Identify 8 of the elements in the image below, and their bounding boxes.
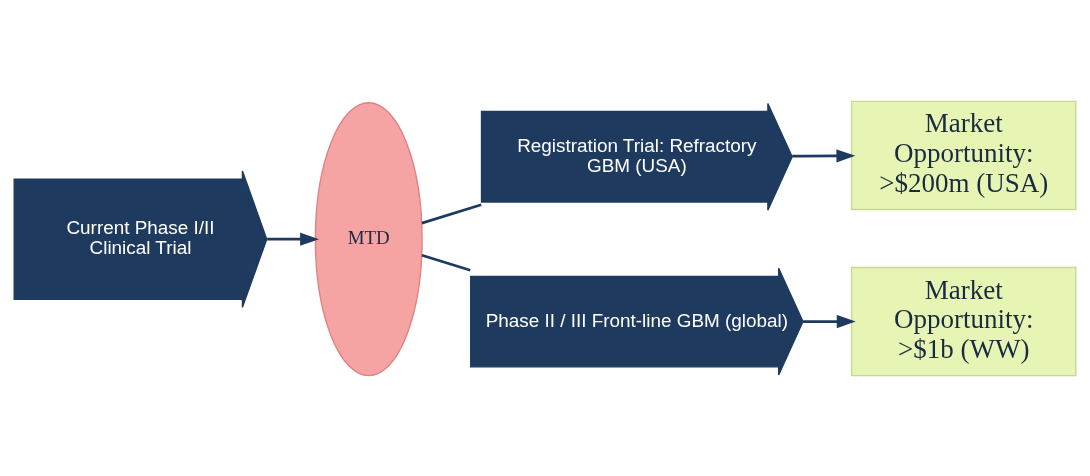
arrow	[267, 232, 320, 246]
arrow	[803, 314, 856, 328]
node-box: Market Opportunity: >$200m (USA)	[850, 100, 1077, 210]
node-box: Market Opportunity: >$1b (WW)	[850, 266, 1077, 376]
arrow	[792, 148, 856, 163]
connector	[421, 202, 482, 224]
node-ellipse: MTD	[314, 101, 423, 376]
connector	[421, 253, 471, 272]
